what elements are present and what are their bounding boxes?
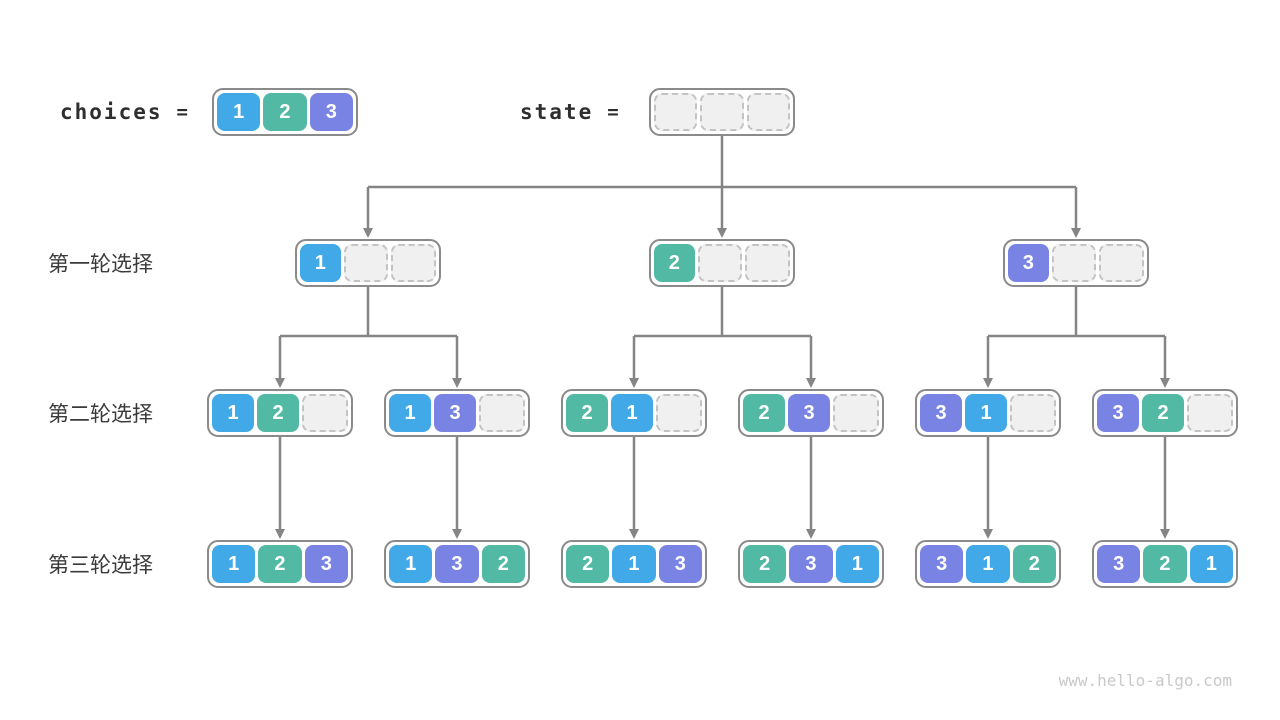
empty-cell	[302, 394, 348, 432]
empty-cell	[1051, 244, 1097, 282]
choice-cell-1: 1	[965, 394, 1007, 432]
choice-cell-2: 2	[481, 545, 525, 583]
empty-cell	[479, 394, 525, 432]
row-label-round-1: 第一轮选择	[48, 253, 153, 276]
choice-cell-3: 3	[788, 394, 830, 432]
empty-cell	[656, 394, 702, 432]
choice-cell-1: 1	[389, 394, 431, 432]
choice-cell-2: 2	[1142, 394, 1184, 432]
choice-cell-2: 2	[654, 244, 695, 282]
choice-cell-2: 2	[566, 394, 608, 432]
choice-cell-2: 2	[1143, 545, 1187, 583]
empty-cell	[745, 244, 791, 282]
choice-cell-3: 3	[434, 394, 476, 432]
state-label: state	[520, 100, 594, 124]
choice-cell-1: 1	[611, 394, 653, 432]
choice-cell-2: 2	[743, 545, 787, 583]
choice-cell-2: 2	[263, 93, 307, 131]
row-label-round-2: 第二轮选择	[48, 403, 153, 426]
choice-cell-1: 1	[217, 93, 261, 131]
choice-cell-3: 3	[789, 545, 833, 583]
choices-label: choices	[60, 100, 163, 124]
empty-cell	[697, 244, 743, 282]
state-box: 2	[649, 239, 795, 287]
choice-cell-2: 2	[566, 545, 610, 583]
watermark: www.hello-algo.com	[1058, 671, 1232, 690]
choice-cell-3: 3	[309, 93, 353, 131]
empty-cell	[700, 93, 744, 131]
empty-cell	[746, 93, 790, 131]
choice-cell-2: 2	[1012, 545, 1056, 583]
choice-cell-3: 3	[658, 545, 702, 583]
choice-cell-3: 3	[1097, 394, 1139, 432]
equals-sign: =	[607, 101, 619, 123]
state-box: 3	[1003, 239, 1149, 287]
empty-cell	[1099, 244, 1145, 282]
choice-cell-1: 1	[212, 394, 254, 432]
choice-cell-1: 1	[966, 545, 1010, 583]
choice-cell-3: 3	[435, 545, 479, 583]
state-box: 1	[295, 239, 441, 287]
choice-cell-1: 1	[1189, 545, 1233, 583]
empty-cell	[1187, 394, 1233, 432]
row-label-round-3: 第三轮选择	[48, 554, 153, 577]
state-box-empty	[649, 88, 795, 136]
choice-cell-3: 3	[1097, 545, 1141, 583]
equals-sign: =	[176, 101, 188, 123]
choice-cell-3: 3	[920, 545, 964, 583]
choice-cell-1: 1	[389, 545, 433, 583]
choice-cell-1: 1	[300, 244, 341, 282]
choice-cell-3: 3	[1008, 244, 1049, 282]
empty-cell	[1010, 394, 1056, 432]
choice-cell-2: 2	[743, 394, 785, 432]
choice-cell-2: 2	[258, 545, 302, 583]
choice-cell-1: 1	[835, 545, 879, 583]
choice-cell-3: 3	[304, 545, 348, 583]
empty-cell	[391, 244, 437, 282]
choices-declaration: choices =	[60, 88, 188, 136]
choice-cell-3: 3	[920, 394, 962, 432]
empty-cell	[833, 394, 879, 432]
choice-cell-1: 1	[612, 545, 656, 583]
empty-cell	[343, 244, 389, 282]
choice-cell-2: 2	[257, 394, 299, 432]
state-declaration: state =	[520, 88, 619, 136]
choice-cell-1: 1	[212, 545, 256, 583]
empty-cell	[654, 93, 698, 131]
